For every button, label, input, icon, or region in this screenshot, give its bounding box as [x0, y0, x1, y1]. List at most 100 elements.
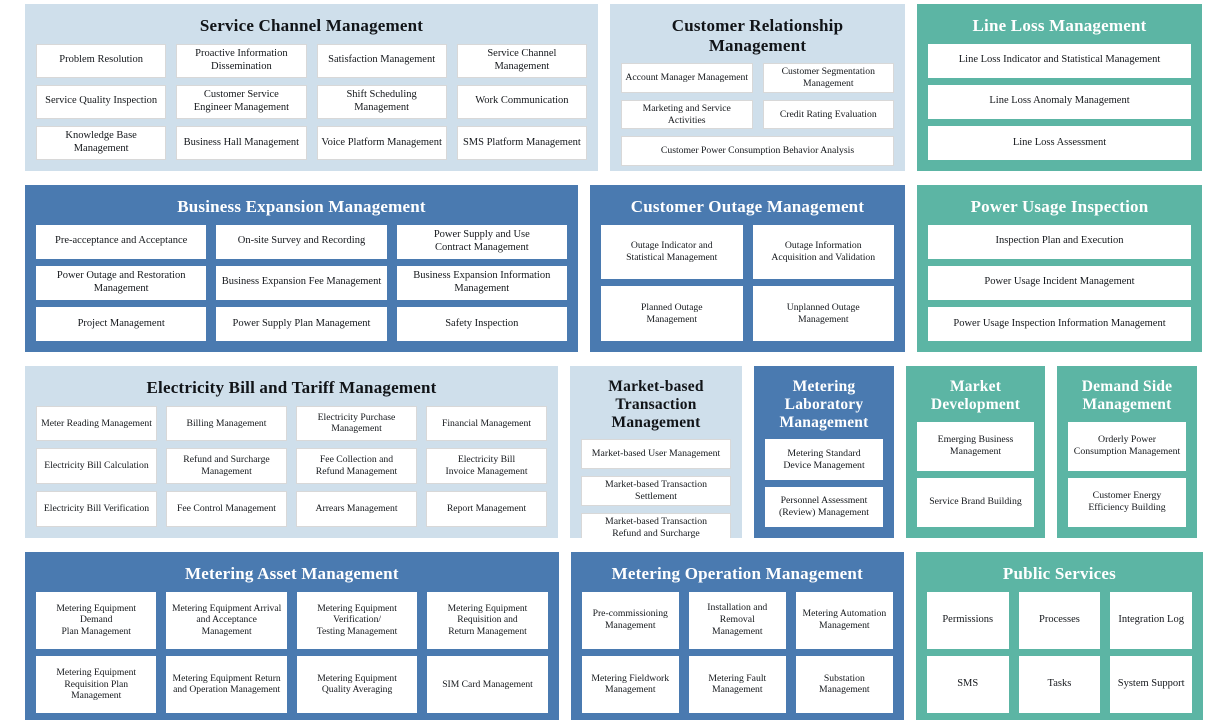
tile-power-usage-incident-management[interactable]: Power Usage Incident Management [928, 265, 1191, 300]
tile-work-communication[interactable]: Work Communication [456, 84, 587, 119]
tile-planned-outage-management[interactable]: Planned Outage Management [601, 286, 743, 341]
tile-financial-management[interactable]: Financial Management [426, 405, 547, 442]
tile-outage-information-acquisition-and-validation[interactable]: Outage Information Acquisition and Valid… [752, 224, 894, 280]
tile-report-management[interactable]: Report Management [426, 491, 547, 527]
tile-orderly-power-consumption-management[interactable]: Orderly Power Consumption Management [1068, 421, 1186, 471]
tile-system-support[interactable]: System Support [1110, 655, 1193, 713]
tile-power-outage-and-restoration-management[interactable]: Power Outage and Restoration Management [36, 265, 207, 300]
tile-fee-control-management[interactable]: Fee Control Management [166, 491, 287, 527]
tile-marketing-and-service-activities[interactable]: Marketing and Service Activities [621, 99, 753, 130]
panel-tile-grid: Metering Standard Device Management Pers… [765, 439, 883, 527]
tile-shift-scheduling-management[interactable]: Shift Scheduling Management [316, 84, 447, 119]
tile-business-expansion-fee-management[interactable]: Business Expansion Fee Management [216, 265, 387, 300]
tile-customer-energy-efficiency-building[interactable]: Customer Energy Efficiency Building [1068, 477, 1186, 527]
tile-emerging-business-management[interactable]: Emerging Business Management [917, 421, 1034, 471]
tile-outage-indicator-and-statistical-management[interactable]: Outage Indicator and Statistical Managem… [601, 224, 743, 280]
tile-unplanned-outage-management[interactable]: Unplanned Outage Management [752, 286, 894, 341]
tile-line-loss-assessment[interactable]: Line Loss Assessment [928, 125, 1191, 160]
tile-line-loss-anomaly-management[interactable]: Line Loss Anomaly Management [928, 84, 1191, 119]
tile-proactive-information-dissemination[interactable]: Proactive Information Dissemination [176, 43, 307, 78]
tile-personnel-assessment-review-management[interactable]: Personnel Assessment (Review) Management [765, 486, 883, 527]
tile-meter-reading-management[interactable]: Meter Reading Management [36, 405, 157, 442]
tile-pre-commissioning-management[interactable]: Pre-commissioning Management [581, 591, 679, 649]
panel-customer-relationship-management[interactable]: Customer Relationship Management Account… [610, 4, 905, 171]
tile-power-supply-and-use-contract-management[interactable]: Power Supply and Use Contract Management [396, 224, 567, 259]
tile-electricity-purchase-management[interactable]: Electricity Purchase Management [296, 405, 417, 442]
tile-permissions[interactable]: Permissions [926, 591, 1009, 649]
tile-inspection-plan-and-execution[interactable]: Inspection Plan and Execution [928, 224, 1191, 259]
tile-problem-resolution[interactable]: Problem Resolution [36, 43, 167, 78]
panel-tile-grid: Inspection Plan and Execution Power Usag… [928, 224, 1191, 341]
panel-metering-laboratory-management[interactable]: Metering Laboratory Management Metering … [754, 366, 894, 538]
tile-service-brand-building[interactable]: Service Brand Building [917, 477, 1034, 527]
tile-business-hall-management[interactable]: Business Hall Management [176, 125, 307, 160]
tile-satisfaction-management[interactable]: Satisfaction Management [316, 43, 447, 78]
tile-billing-management[interactable]: Billing Management [166, 405, 287, 442]
tile-service-channel-management[interactable]: Service Channel Management [456, 43, 587, 78]
tile-metering-automation-management[interactable]: Metering Automation Management [795, 591, 893, 649]
tile-market-based-transaction-settlement[interactable]: Market-based Transaction Settlement [581, 476, 731, 507]
tile-electricity-bill-calculation[interactable]: Electricity Bill Calculation [36, 448, 157, 485]
tile-business-expansion-information-management[interactable]: Business Expansion Information Managemen… [396, 265, 567, 300]
panel-market-based-transaction-management[interactable]: Market-based Transaction Management Mark… [570, 366, 742, 538]
tile-project-management[interactable]: Project Management [36, 306, 207, 341]
tile-market-based-transaction-refund-and-surcharge[interactable]: Market-based Transaction Refund and Surc… [581, 513, 731, 538]
panel-demand-side-management[interactable]: Demand Side Management Orderly Power Con… [1057, 366, 1197, 538]
tile-installation-and-removal-management[interactable]: Installation and Removal Management [688, 591, 786, 649]
panel-tile-grid: Metering Equipment Demand Plan Managemen… [36, 591, 548, 713]
tile-sms-platform-management[interactable]: SMS Platform Management [456, 125, 587, 160]
tile-metering-standard-device-management[interactable]: Metering Standard Device Management [765, 439, 883, 480]
tile-credit-rating-evaluation[interactable]: Credit Rating Evaluation [762, 99, 894, 130]
tile-pre-acceptance-and-acceptance[interactable]: Pre-acceptance and Acceptance [36, 224, 207, 259]
panel-market-development[interactable]: Market Development Emerging Business Man… [906, 366, 1045, 538]
tile-tasks[interactable]: Tasks [1018, 655, 1101, 713]
panel-title: Business Expansion Management [177, 197, 426, 216]
tile-service-quality-inspection[interactable]: Service Quality Inspection [36, 84, 167, 119]
panel-power-usage-inspection[interactable]: Power Usage Inspection Inspection Plan a… [917, 185, 1202, 352]
tile-power-usage-inspection-information-management[interactable]: Power Usage Inspection Information Manag… [928, 306, 1191, 341]
tile-refund-and-surcharge-management[interactable]: Refund and Surcharge Management [166, 448, 287, 485]
tile-fee-collection-and-refund-management[interactable]: Fee Collection and Refund Management [296, 448, 417, 485]
tile-metering-equipment-return-and-operation-management[interactable]: Metering Equipment Return and Operation … [166, 655, 287, 713]
panel-tile-grid: Meter Reading Management Billing Managem… [36, 405, 547, 527]
panel-business-expansion-management[interactable]: Business Expansion Management Pre-accept… [25, 185, 578, 352]
tile-integration-log[interactable]: Integration Log [1110, 591, 1193, 649]
tile-customer-power-consumption-behavior-analysis[interactable]: Customer Power Consumption Behavior Anal… [621, 136, 894, 167]
tile-metering-equipment-requisition-plan-management[interactable]: Metering Equipment Requisition Plan Mana… [36, 655, 157, 713]
tile-on-site-survey-and-recording[interactable]: On-site Survey and Recording [216, 224, 387, 259]
panel-customer-outage-management[interactable]: Customer Outage Management Outage Indica… [590, 185, 905, 352]
tile-customer-segmentation-management[interactable]: Customer Segmentation Management [762, 63, 894, 93]
tile-electricity-bill-invoice-management[interactable]: Electricity Bill Invoice Management [426, 448, 547, 485]
tile-sim-card-management[interactable]: SIM Card Management [427, 655, 548, 713]
panel-electricity-bill-and-tariff-management[interactable]: Electricity Bill and Tariff Management M… [25, 366, 558, 538]
tile-knowledge-base-management[interactable]: Knowledge Base Management [36, 125, 167, 160]
tile-voice-platform-management[interactable]: Voice Platform Management [316, 125, 447, 160]
panel-public-services[interactable]: Public Services Permissions Processes In… [915, 552, 1204, 720]
tile-metering-equipment-arrival-and-acceptance-management[interactable]: Metering Equipment Arrival and Acceptanc… [166, 591, 287, 649]
tile-sms[interactable]: SMS [926, 655, 1009, 713]
panel-title: Line Loss Management [972, 16, 1147, 35]
tile-safety-inspection[interactable]: Safety Inspection [396, 306, 567, 341]
tile-electricity-bill-verification[interactable]: Electricity Bill Verification [36, 491, 157, 527]
tile-account-manager-management[interactable]: Account Manager Management [621, 63, 753, 93]
panel-metering-operation-management[interactable]: Metering Operation Management Pre-commis… [570, 552, 904, 720]
tile-metering-equipment-quality-averaging[interactable]: Metering Equipment Quality Averaging [296, 655, 418, 713]
panel-tile-grid: Problem Resolution Proactive Information… [36, 43, 587, 160]
panel-title: Power Usage Inspection [970, 197, 1149, 216]
panel-tile-grid: Account Manager Management Customer Segm… [621, 63, 894, 167]
tile-power-supply-plan-management[interactable]: Power Supply Plan Management [216, 306, 387, 341]
tile-substation-management[interactable]: Substation Management [795, 655, 893, 713]
tile-metering-equipment-verification-testing-management[interactable]: Metering Equipment Verification/ Testing… [296, 591, 418, 649]
tile-processes[interactable]: Processes [1018, 591, 1101, 649]
tile-metering-equipment-requisition-and-return-management[interactable]: Metering Equipment Requisition and Retur… [427, 591, 548, 649]
panel-metering-asset-management[interactable]: Metering Asset Management Metering Equip… [25, 552, 559, 720]
tile-market-based-user-management[interactable]: Market-based User Management [581, 439, 731, 470]
panel-line-loss-management[interactable]: Line Loss Management Line Loss Indicator… [917, 4, 1202, 171]
tile-metering-fault-management[interactable]: Metering Fault Management [688, 655, 786, 713]
tile-customer-service-engineer-management[interactable]: Customer Service Engineer Management [176, 84, 307, 119]
tile-line-loss-indicator-and-statistical-management[interactable]: Line Loss Indicator and Statistical Mana… [928, 43, 1191, 78]
tile-metering-equipment-demand-plan-management[interactable]: Metering Equipment Demand Plan Managemen… [36, 591, 157, 649]
tile-arrears-management[interactable]: Arrears Management [296, 491, 417, 527]
panel-service-channel-management[interactable]: Service Channel Management Problem Resol… [25, 4, 598, 171]
tile-metering-fieldwork-management[interactable]: Metering Fieldwork Management [581, 655, 679, 713]
